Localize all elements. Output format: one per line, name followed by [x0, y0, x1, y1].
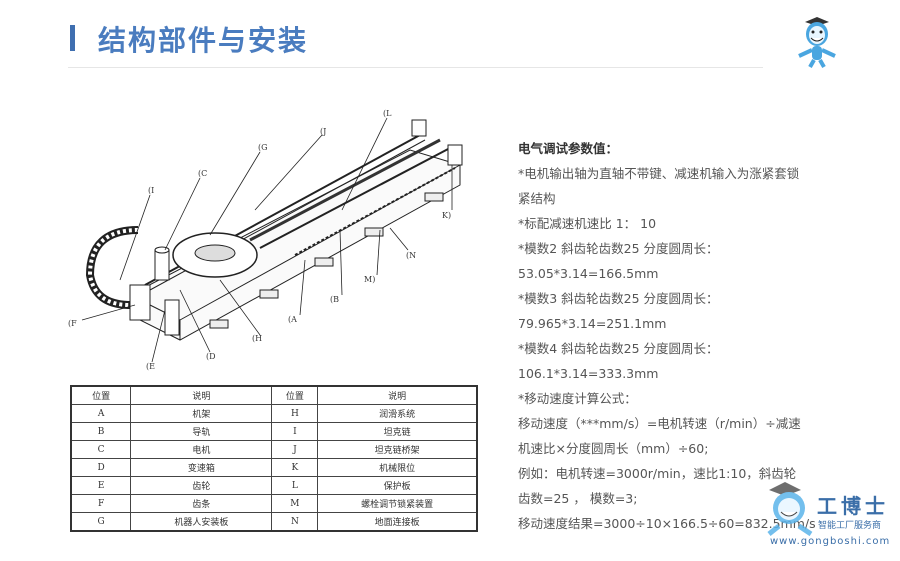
- cell: J: [271, 440, 319, 459]
- params-line: 例如：电机转速=3000r/min，速比1:10，斜齿轮: [518, 466, 797, 481]
- header-description: 说明: [130, 385, 273, 405]
- cell: 机器人安装板: [130, 512, 273, 532]
- label-F: (F: [68, 319, 77, 328]
- header-divider: [68, 67, 763, 68]
- cell: A: [70, 404, 132, 423]
- cell: 螺栓调节锁紧装置: [317, 494, 478, 513]
- cell: 地面连接板: [317, 512, 478, 532]
- label-D: (D: [206, 352, 216, 361]
- params-line: *移动速度计算公式：: [518, 391, 637, 406]
- header-position: 位置: [271, 385, 319, 405]
- params-line: 79.965*3.14=251.1mm: [518, 316, 667, 331]
- label-K: K): [442, 211, 451, 220]
- cell: 机械限位: [317, 458, 478, 477]
- cell: L: [271, 476, 319, 495]
- params-line: 106.1*3.14=333.3mm: [518, 366, 659, 381]
- params-line: 移动速度（***mm/s）=电机转速（r/min）÷减速: [518, 416, 801, 431]
- label-G: (G: [258, 143, 268, 152]
- params-line: *模数3 斜齿轮齿数25 分度圆周长：: [518, 291, 719, 306]
- params-line: 紧结构: [518, 191, 556, 206]
- params-line: 机速比×分度圆周长（mm）÷60;: [518, 441, 709, 456]
- cell: G: [70, 512, 132, 532]
- label-I: (I: [148, 186, 154, 195]
- label-M: M): [364, 275, 375, 284]
- params-line: 53.05*3.14=166.5mm: [518, 266, 659, 281]
- cell: 机架: [130, 404, 273, 423]
- params-line: 齿数=25 ， 模数=3;: [518, 491, 638, 506]
- cell: 坦克链: [317, 422, 478, 441]
- label-N: (N: [406, 251, 416, 260]
- params-line: 移动速度结果=3000÷10×166.5÷60=832.5mm/s: [518, 516, 816, 531]
- cell: 齿轮: [130, 476, 273, 495]
- watermark-brand: 工博士: [817, 494, 889, 518]
- electrical-params: 电气调试参数值： *电机输出轴为直轴不带键、减速机输入为涨紧套锁 紧结构 *标配…: [518, 136, 858, 536]
- rail-assembly-diagram: (I (C (G (J (L K) (N M) (B (A (H (D (E (…: [68, 109, 463, 371]
- cell: 电机: [130, 440, 273, 459]
- watermark-url: www.gongboshi.com: [770, 536, 891, 547]
- cell: 润滑系统: [317, 404, 478, 423]
- watermark-tagline: 智能工厂服务商: [818, 521, 882, 531]
- cell: N: [271, 512, 319, 532]
- params-line: *标配减速机速比 1： 10: [518, 216, 657, 231]
- label-B: (B: [330, 295, 339, 304]
- mascot-logo: [798, 17, 836, 68]
- cell: B: [70, 422, 132, 441]
- cell: E: [70, 476, 132, 495]
- table-header-row: 位置 说明 位置 说明: [70, 385, 478, 405]
- header-position: 位置: [70, 385, 132, 405]
- params-line: *模数2 斜齿轮齿数25 分度圆周长：: [518, 241, 719, 256]
- label-H: (H: [252, 334, 262, 343]
- cell: K: [271, 458, 319, 477]
- watermark-mascot: [767, 482, 813, 537]
- cell: D: [70, 458, 132, 477]
- label-C: (C: [198, 169, 207, 178]
- params-line: *电机输出轴为直轴不带键、减速机输入为涨紧套锁: [518, 166, 800, 181]
- title-accent-bar: [70, 25, 75, 51]
- cell: 保护板: [317, 476, 478, 495]
- params-line: *模数4 斜齿轮齿数25 分度圆周长：: [518, 341, 719, 356]
- cell: 变速箱: [130, 458, 273, 477]
- cell: 导轨: [130, 422, 273, 441]
- cell: H: [271, 404, 319, 423]
- label-L: (L: [383, 109, 392, 118]
- cell: C: [70, 440, 132, 459]
- header-description: 说明: [317, 385, 478, 405]
- label-A: (A: [288, 315, 297, 324]
- params-heading: 电气调试参数值：: [518, 141, 619, 156]
- label-E: (E: [146, 362, 155, 371]
- cell: F: [70, 494, 132, 513]
- cell: 坦克链桥架: [317, 440, 478, 459]
- cell: 齿条: [130, 494, 273, 513]
- cell: I: [271, 422, 319, 441]
- cell: M: [271, 494, 319, 513]
- label-J: (J: [320, 127, 326, 136]
- page-title: 结构部件与安装: [98, 24, 309, 57]
